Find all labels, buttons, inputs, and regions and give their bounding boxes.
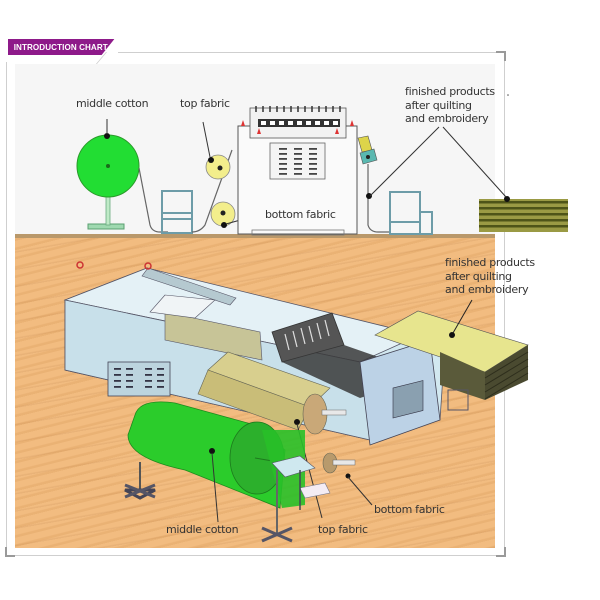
feed-stand-left: [161, 190, 193, 234]
finished-products-stack-icon: [479, 196, 568, 232]
frame-corner-bottom-right: [496, 547, 506, 557]
frame-border-bottom: [6, 555, 505, 556]
label-top-fabric-top: top fabric: [180, 97, 230, 110]
label-middle-cotton-top: middle cotton: [76, 97, 149, 110]
fabric-guide-table: [271, 455, 331, 510]
label-top-fabric-bottom: top fabric: [318, 523, 368, 536]
middle-cotton-roll-icon: [76, 119, 140, 230]
frame-border-left: [6, 62, 7, 555]
quilting-machine-side-view: [237, 106, 378, 236]
top-fabric-roll-3d: [197, 351, 347, 519]
label-finished-products-top: finished products after quilting and emb…: [405, 85, 495, 125]
middle-cotton-roll-3d: [124, 401, 305, 543]
frame-border-top: [118, 52, 505, 53]
frame-border-right: [504, 52, 505, 555]
label-finished-products-bottom: finished products after quilting and emb…: [445, 256, 535, 296]
bottom-fabric-roll-3d: [322, 452, 373, 506]
frame-corner-bottom-left: [5, 547, 15, 557]
top-fabric-roll-icon: [202, 121, 231, 180]
label-middle-cotton-bottom: middle cotton: [166, 523, 239, 536]
outfeed-stand: [389, 191, 433, 235]
label-bottom-fabric-bottom: bottom fabric: [374, 503, 445, 516]
finished-products-slab-3d: [374, 299, 529, 411]
label-bottom-fabric-top: bottom fabric: [265, 208, 336, 221]
floor-line: [15, 234, 495, 238]
quilting-machine-3d: [63, 261, 446, 446]
frame-corner-top-right: [496, 51, 506, 61]
section-tag: INTRODUCTION CHART: [8, 39, 115, 55]
